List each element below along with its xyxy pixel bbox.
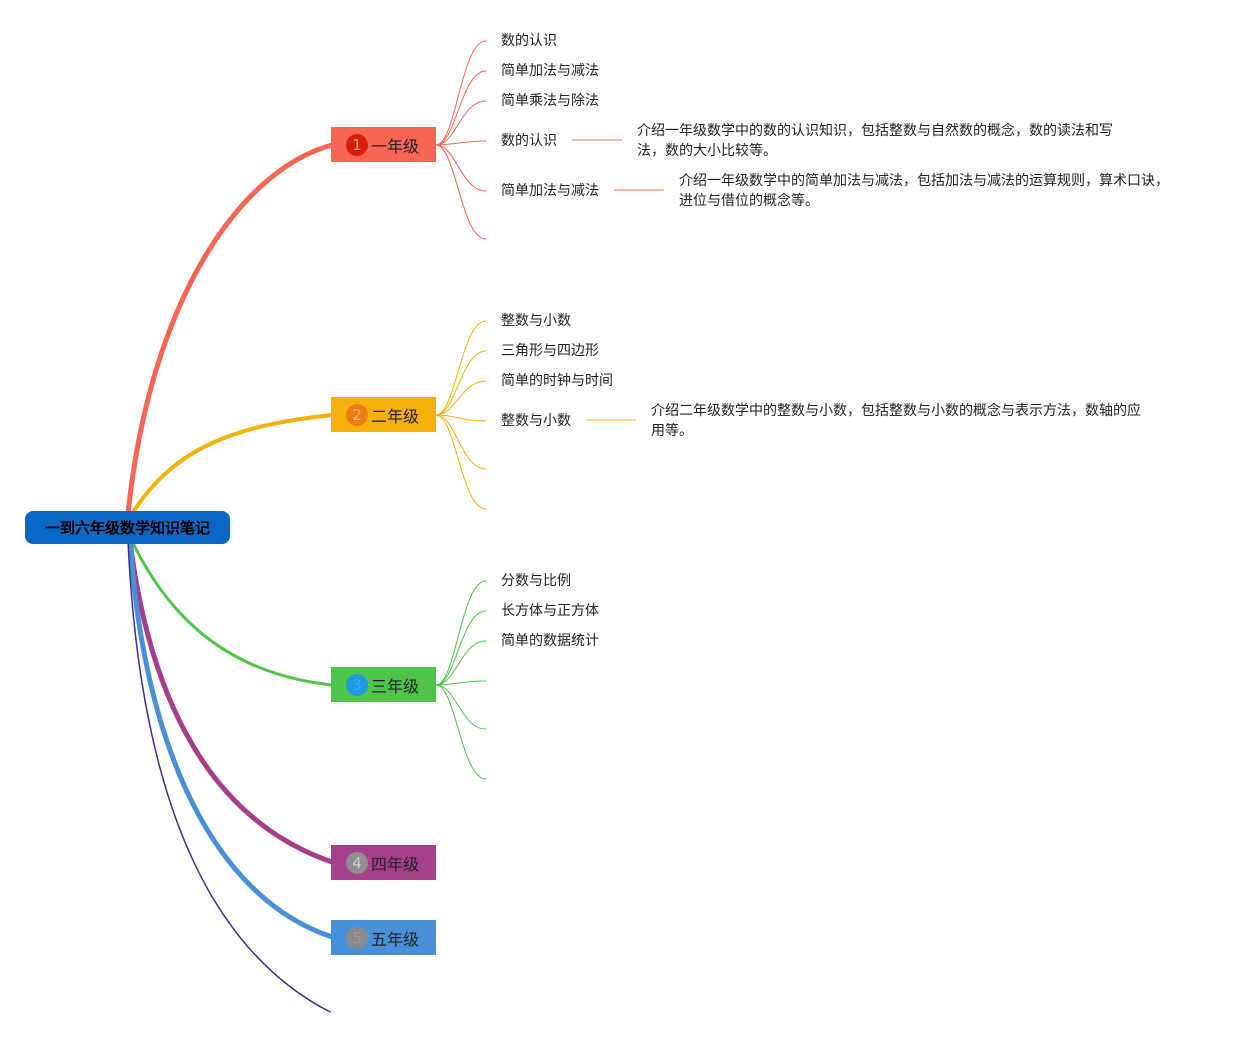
grade-label: 一年级: [371, 136, 420, 156]
subtopic-connector: [435, 680, 487, 686]
branch-connector: [130, 413, 334, 516]
branch-connector: [127, 538, 335, 865]
topic-item[interactable]: 三角形与四边形: [501, 343, 599, 359]
subtopic-connector: [435, 350, 487, 416]
root-title: 一到六年级数学知识笔记: [44, 519, 210, 537]
subtopic-connector: [435, 414, 487, 470]
subtopic-connector: [435, 610, 487, 686]
subtopic-connector: [435, 414, 487, 422]
grade-node-4[interactable]: 4 四年级: [331, 845, 436, 880]
topic-item[interactable]: 简单乘法与除法: [501, 93, 599, 109]
grade-label: 五年级: [371, 929, 420, 949]
grade-number-badge: 4: [346, 851, 368, 874]
subtopic-connector: [435, 144, 487, 240]
subtopic-connector: [435, 684, 487, 780]
topic-item[interactable]: 简单加法与减法: [501, 183, 599, 199]
subtopic-connector: [435, 380, 487, 416]
grade-label: 三年级: [371, 676, 420, 696]
topic-item[interactable]: 整数与小数: [501, 413, 571, 429]
root-node[interactable]: 一到六年级数学知识笔记: [25, 511, 230, 544]
subtopic-connector: [435, 640, 487, 686]
topic-item[interactable]: 简单的时钟与时间: [501, 373, 613, 389]
branch-connector: [130, 539, 334, 687]
grade-label: 四年级: [371, 854, 420, 874]
subtopic-connector: [435, 144, 487, 192]
grade-node-1[interactable]: 1 一年级: [331, 127, 436, 162]
grade-node-3[interactable]: 3 三年级: [331, 667, 436, 702]
grade-node-2[interactable]: 2 二年级: [331, 397, 436, 432]
grade-number-badge: 2: [346, 403, 368, 426]
subtopic-connector: [435, 70, 487, 146]
subtopic-connector: [435, 40, 487, 146]
topic-item[interactable]: 简单的数据统计: [501, 633, 599, 649]
topic-item[interactable]: 长方体与正方体: [501, 603, 599, 619]
topic-item[interactable]: 数的认识: [501, 133, 557, 149]
subtopic-connector: [435, 140, 487, 146]
topic-item[interactable]: 数的认识: [501, 33, 557, 49]
topic-item[interactable]: 分数与比例: [501, 573, 571, 589]
topic-note[interactable]: 介绍一年级数学中的数的认识知识，包括整数与自然数的概念，数的读法和写法，数的大小…: [637, 123, 1113, 159]
subtopic-connector: [435, 684, 487, 730]
topic-item[interactable]: 简单加法与减法: [501, 63, 599, 79]
grade-number-badge: 1: [346, 133, 368, 156]
grade-node-5[interactable]: 5 五年级: [331, 920, 436, 955]
branch-connector: [125, 142, 335, 517]
grade-number-badge: 5: [346, 926, 368, 949]
subtopic-connector: [435, 100, 487, 146]
grade-number-badge: 3: [346, 673, 368, 696]
branch-connector: [127, 540, 331, 1013]
subtopic-connector: [435, 414, 487, 510]
grade-label: 二年级: [371, 406, 420, 426]
subtopic-connector: [435, 320, 487, 416]
topic-note[interactable]: 介绍二年级数学中的整数与小数，包括整数与小数的概念与表示方法，数轴的应用等。: [651, 403, 1141, 439]
subtopic-connector: [435, 580, 487, 686]
topic-item[interactable]: 整数与小数: [501, 313, 571, 329]
branch-connector: [127, 538, 335, 940]
topic-note[interactable]: 介绍一年级数学中的简单加法与减法，包括加法与减法的运算规则，算术口诀，进位与借位…: [679, 173, 1169, 209]
